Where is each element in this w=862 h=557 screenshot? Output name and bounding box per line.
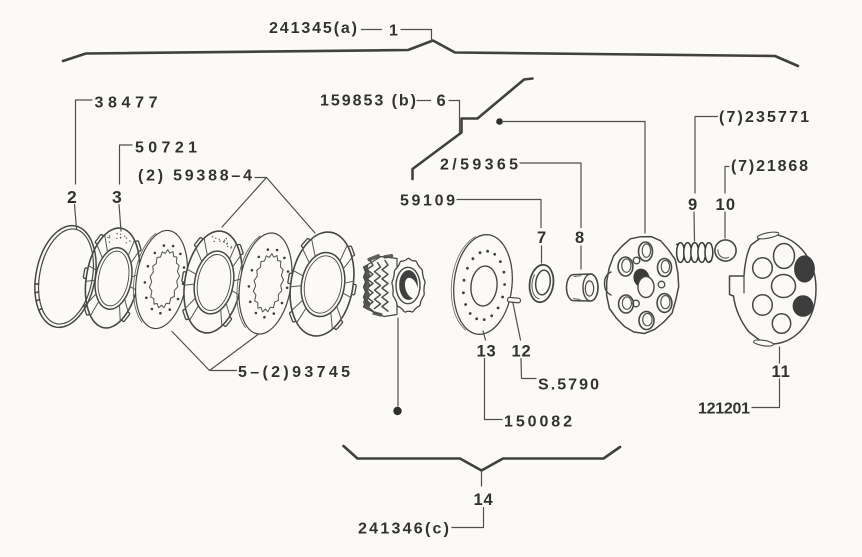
svg-text:(7)235771: (7)235771 (719, 109, 809, 126)
svg-text:159853 (b): 159853 (b) (320, 93, 416, 110)
svg-text:7: 7 (537, 229, 546, 247)
svg-text:12: 12 (512, 343, 532, 361)
svg-text:6: 6 (437, 92, 446, 110)
svg-text:2/59365: 2/59365 (440, 157, 518, 174)
svg-text:241346(c): 241346(c) (358, 521, 449, 538)
svg-text:38477: 38477 (95, 95, 158, 112)
svg-text:9: 9 (688, 196, 697, 214)
svg-text:13: 13 (477, 343, 497, 361)
svg-text:121201: 121201 (698, 401, 750, 418)
svg-text:S.5790: S.5790 (538, 377, 599, 394)
svg-text:59109: 59109 (400, 193, 455, 210)
svg-text:8: 8 (575, 229, 584, 247)
svg-text:1: 1 (389, 23, 398, 40)
svg-text:14: 14 (474, 491, 494, 509)
svg-text:10: 10 (716, 196, 737, 214)
svg-text:(7)21868: (7)21868 (731, 158, 808, 175)
svg-text:241345(a): 241345(a) (269, 20, 357, 37)
svg-text:50721: 50721 (135, 140, 197, 157)
svg-text:3: 3 (112, 187, 122, 207)
svg-text:2: 2 (67, 187, 77, 207)
svg-text:5–(2)93745: 5–(2)93745 (238, 364, 350, 381)
svg-text:11: 11 (772, 363, 791, 381)
